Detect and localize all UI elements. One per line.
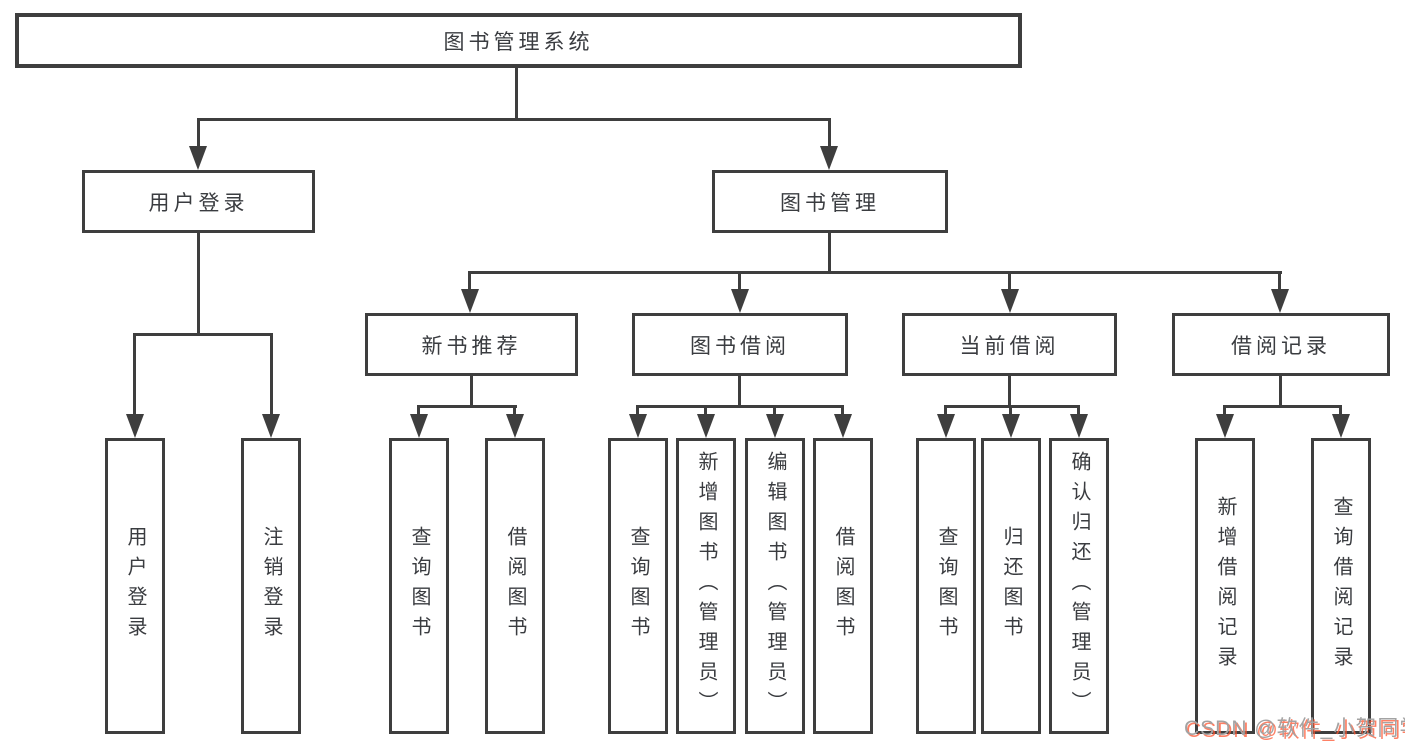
connector-line (133, 333, 136, 416)
arrowhead-down-icon (629, 414, 647, 438)
node-book-borrowing: 图书借阅 (632, 313, 848, 376)
csdn-watermark: CSDN @软件_小贺同学 (1184, 717, 1405, 740)
connector-line (828, 118, 831, 150)
arrowhead-down-icon (1001, 289, 1019, 313)
connector-line (515, 68, 518, 121)
arrowhead-down-icon (697, 414, 715, 438)
leaf-add-borrow-record: 新增借阅记录 (1195, 438, 1255, 734)
leaf-return-books: 归还图书 (981, 438, 1041, 734)
connector-line (841, 405, 844, 416)
connector-line (197, 118, 200, 150)
leaf-query-books-borrowing: 查询图书 (608, 438, 668, 734)
connector-line (704, 405, 707, 416)
connector-line (944, 405, 1080, 408)
connector-line (197, 118, 831, 121)
leaf-query-books-recommend: 查询图书 (389, 438, 449, 734)
connector-line (1223, 405, 1226, 416)
arrowhead-down-icon (820, 146, 838, 170)
connector-line (1339, 405, 1342, 416)
arrowhead-down-icon (731, 289, 749, 313)
connector-line (468, 271, 471, 293)
connector-line (828, 233, 831, 274)
arrowhead-down-icon (506, 414, 524, 438)
connector-line (1009, 405, 1012, 416)
connector-line (270, 333, 273, 416)
connector-line (469, 271, 1282, 274)
connector-line (417, 405, 420, 416)
arrowhead-down-icon (126, 414, 144, 438)
arrowhead-down-icon (410, 414, 428, 438)
arrowhead-down-icon (1216, 414, 1234, 438)
arrowhead-down-icon (1332, 414, 1350, 438)
node-root-library-system: 图书管理系统 (15, 13, 1022, 68)
leaf-query-books-current: 查询图书 (916, 438, 976, 734)
connector-line (470, 376, 473, 408)
connector-line (1008, 376, 1011, 408)
arrowhead-down-icon (189, 146, 207, 170)
arrowhead-down-icon (262, 414, 280, 438)
leaf-edit-books-admin: 编辑图书（管理员） (745, 438, 805, 734)
connector-line (738, 376, 741, 408)
node-user-login: 用户登录 (82, 170, 315, 233)
leaf-user-login: 用户登录 (105, 438, 165, 734)
leaf-logout: 注销登录 (241, 438, 301, 734)
node-borrowing-records: 借阅记录 (1172, 313, 1390, 376)
node-new-book-recommendation: 新书推荐 (365, 313, 578, 376)
connector-line (1278, 271, 1281, 293)
connector-line (1223, 405, 1342, 408)
arrowhead-down-icon (1070, 414, 1088, 438)
connector-line (1077, 405, 1080, 416)
arrowhead-down-icon (834, 414, 852, 438)
node-current-borrowing: 当前借阅 (902, 313, 1117, 376)
connector-line (513, 405, 516, 416)
connector-line (197, 233, 200, 336)
arrowhead-down-icon (1271, 289, 1289, 313)
leaf-confirm-return-admin: 确认归还（管理员） (1049, 438, 1109, 734)
leaf-query-borrow-record: 查询借阅记录 (1311, 438, 1371, 734)
leaf-borrow-books-recommend: 借阅图书 (485, 438, 545, 734)
connector-line (417, 405, 517, 408)
connector-line (738, 271, 741, 293)
arrowhead-down-icon (937, 414, 955, 438)
leaf-borrow-books-borrowing: 借阅图书 (813, 438, 873, 734)
connector-line (944, 405, 947, 416)
connector-line (636, 405, 639, 416)
connector-line (773, 405, 776, 416)
arrowhead-down-icon (1002, 414, 1020, 438)
connector-line (1279, 376, 1282, 408)
leaf-add-books-admin: 新增图书（管理员） (676, 438, 736, 734)
connector-line (1008, 271, 1011, 293)
connector-line (133, 333, 273, 336)
arrowhead-down-icon (461, 289, 479, 313)
arrowhead-down-icon (766, 414, 784, 438)
connector-line (636, 405, 844, 408)
node-book-management: 图书管理 (712, 170, 948, 233)
